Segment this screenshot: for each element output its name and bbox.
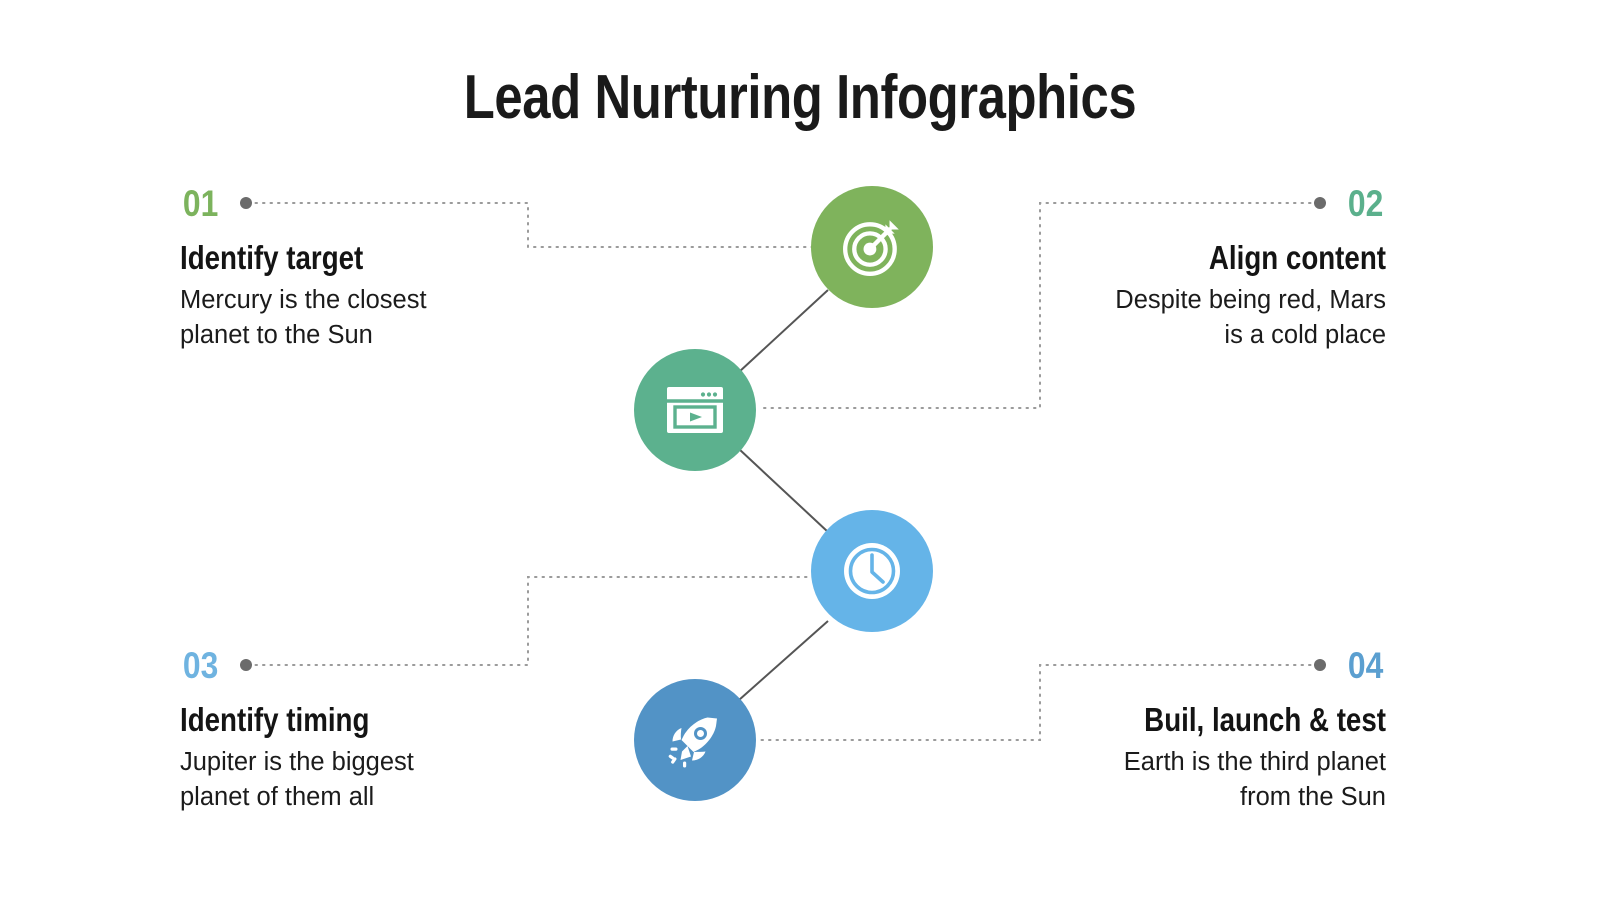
step-icon-circle-01[interactable] [811, 186, 933, 308]
connector-line-2-3 [738, 448, 829, 533]
step-description-01: Mercury is the closest planet to the Sun [180, 283, 510, 353]
step-description-line-2: is a cold place [1224, 320, 1386, 349]
step-description-03: Jupiter is the biggest planet of them al… [180, 745, 510, 815]
step-description-line-2: planet to the Sun [180, 320, 373, 349]
step-block-04: 04 Buil, launch & test Earth is the thir… [1056, 644, 1386, 815]
connector-line-1-2 [738, 289, 829, 373]
step-heading-03: Identify timing [180, 701, 370, 738]
step-block-02: 02 Align content Despite being red, Mars… [1056, 182, 1386, 353]
page-title: Lead Nurturing Infographics [463, 63, 1137, 132]
video-window-icon [667, 387, 723, 433]
rocket-icon [668, 717, 717, 768]
step-icon-circle-04[interactable] [634, 679, 756, 801]
clock-icon [844, 543, 900, 599]
step-description-line-1: Despite being red, Mars [1115, 285, 1386, 314]
target-icon [843, 220, 899, 276]
step-number-row-03: 03 [180, 644, 510, 686]
step-icon-circle-03[interactable] [811, 510, 933, 632]
step-description-04: Earth is the third planet from the Sun [1056, 745, 1386, 815]
step-heading-01: Identify target [180, 239, 364, 276]
step-description-line-2: planet of them all [180, 782, 375, 811]
step-description-line-1: Mercury is the closest [180, 285, 427, 314]
step-block-03: 03 Identify timing Jupiter is the bigges… [180, 644, 510, 815]
step-description-line-2: from the Sun [1240, 782, 1386, 811]
step-number-03: 03 [182, 644, 219, 686]
step-number-row-02: 02 [1056, 182, 1386, 224]
step-description-line-1: Earth is the third planet [1123, 747, 1386, 776]
step-number-row-04: 04 [1056, 644, 1386, 686]
step-heading-04: Buil, launch & test [1144, 701, 1386, 738]
step-number-row-01: 01 [180, 182, 510, 224]
step-number-01: 01 [182, 182, 219, 224]
step-number-04: 04 [1347, 644, 1384, 686]
step-description-line-1: Jupiter is the biggest [180, 747, 414, 776]
step-icon-circle-02[interactable] [634, 349, 756, 471]
step-block-01: 01 Identify target Mercury is the closes… [180, 182, 510, 353]
step-heading-02: Align content [1208, 239, 1386, 276]
step-description-02: Despite being red, Mars is a cold place [1056, 283, 1386, 353]
connector-line-3-4 [738, 620, 829, 701]
step-number-02: 02 [1347, 182, 1384, 224]
